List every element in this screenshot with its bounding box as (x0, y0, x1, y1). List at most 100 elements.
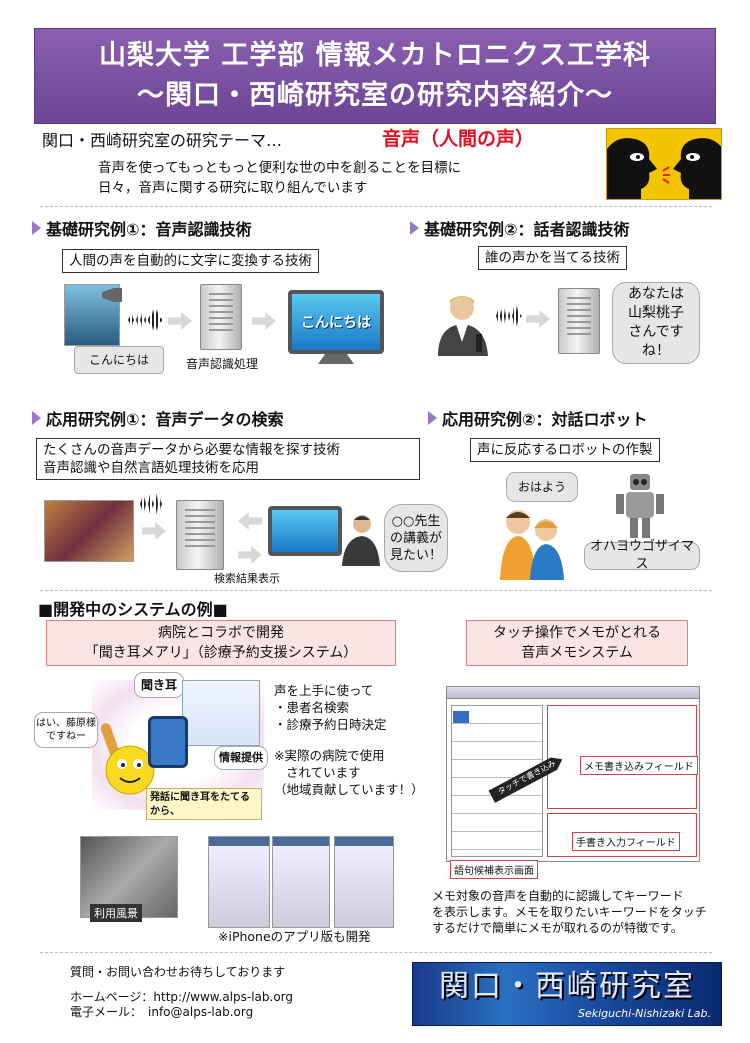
point-6: （地域貢献しています！） (274, 782, 424, 797)
lecture-photos-image (44, 500, 134, 562)
header-title: 山梨大学 工学部 情報メカトロニクス工学科 (99, 40, 651, 71)
arrow-right-icon (252, 312, 276, 330)
handwriting-field-label: 手書き入力フィールド (572, 832, 680, 851)
search-request-bubble: ○○先生 の講義が 見たい！ (384, 504, 448, 572)
waveform-icon (496, 305, 522, 327)
arrow-right-icon (238, 546, 262, 564)
dev-section-title: ■開発中のシステムの例■ (38, 600, 228, 619)
desc-line-1: 音声を使ってもっともっと便利な世の中を創ることを目標に (98, 160, 462, 176)
megaphone-icon (102, 288, 122, 302)
hospital-line-1: 病院とコラボで開発 (158, 625, 284, 641)
section-dialogue-robot: 応用研究例②：対話ロボット (428, 406, 648, 430)
theme-description: 音声を使ってもっともっと便利な世の中を創ることを目標に 日々，音声に関する研究に… (98, 158, 461, 198)
hint-box: 発話に聞き耳をたてるから、 操作する前に欲しい情報が！ (146, 788, 262, 820)
iphone-screenshot-1 (208, 836, 270, 928)
footer-contacts: ホームページ：http://www.alps-lab.org 電子メール： inf… (70, 990, 293, 1020)
speaker-man-image (432, 290, 498, 356)
candidate-grid (451, 705, 543, 857)
info-provide-bubble: 情報提供 (214, 746, 268, 770)
kikimimi-bubble: 聞き耳 (134, 672, 184, 698)
footer-message: 質問・お問い合わせお待ちしております (70, 965, 286, 979)
memo-description: メモ対象の音声を自動的に認識してキーワード を表示します。メモを取りたいキーワー… (432, 888, 707, 936)
tablet-ear-icon (148, 716, 188, 768)
candidate-label: 語句候補表示画面 (450, 860, 538, 879)
iphone-note: ※iPhoneのアプリ版も開発 (218, 929, 371, 944)
triangle-icon (410, 221, 419, 235)
patient-reply-bubble: はい、藤原様 ですねー (34, 712, 98, 748)
email-link[interactable]: info@alps-lab.org (148, 1005, 254, 1019)
server-icon (200, 284, 242, 350)
hospital-system-header: 病院とコラボで開発 「聞き耳メアリ」（診療予約支援システム） (46, 620, 396, 666)
memo-line-1: タッチ操作でメモがとれる (493, 625, 661, 641)
speaking-faces-icon (606, 128, 722, 200)
memo-desc-2: を表示します。メモを取りたいキーワードをタッチ (432, 905, 707, 919)
s2-description: 誰の声かを当てる技術 (478, 246, 627, 270)
logo-subtext: Sekiguchi-Nishizaki Lab. (577, 1007, 711, 1020)
server-icon (176, 500, 224, 570)
search-result-label: 検索結果表示 (214, 572, 280, 585)
point-5: されています (286, 765, 361, 780)
header-banner: 山梨大学 工学部 情報メカトロニクス工学科 〜関口・西崎研究室の研究内容紹介〜 (34, 28, 716, 124)
app-window-image (182, 680, 260, 746)
desc-line-2: 日々，音声に関する研究に取り組んでいます (98, 180, 368, 196)
s3-description: たくさんの音声データから必要な情報を探す技術 音声認識や自然言語処理技術を応用 (36, 438, 420, 480)
memo-field-label: メモ書き込みフィールド (580, 756, 698, 775)
memo-app-titlebar (447, 687, 699, 699)
point-4: ※実際の病院で使用 (274, 748, 385, 763)
hospital-line-2: 「聞き耳メアリ」（診療予約支援システム） (84, 645, 358, 661)
memo-system-header: タッチ操作でメモがとれる 音声メモシステム (466, 620, 688, 666)
monitor-icon (268, 506, 342, 556)
hospital-points: 声を上手に使って ・患者名検索 ・診療予約日時決定 ※実際の病院で使用 されてい… (274, 682, 424, 798)
process-label: 音声認識処理 (186, 357, 259, 371)
theme-accent: 音声（人間の声） (382, 128, 535, 150)
lab-logo: 関口・西崎研究室 Sekiguchi-Nishizaki Lab. (412, 962, 722, 1026)
handwriting-field (547, 813, 697, 857)
section-title: 応用研究例①：音声データの検索 (46, 410, 284, 429)
hp-label: ホームページ： (70, 990, 154, 1004)
section-title: 応用研究例②：対話ロボット (442, 410, 648, 429)
children-image (490, 504, 570, 580)
s1-description: 人間の声を自動的に文字に変換する技術 (62, 249, 319, 273)
homepage-link[interactable]: http://www.alps-lab.org (153, 990, 294, 1004)
monitor-stand (318, 354, 354, 364)
triangle-icon (32, 221, 41, 235)
theme-label: 関口・西崎研究室の研究テーマ… (42, 131, 283, 150)
waveform-icon (128, 309, 164, 331)
point-3: ・診療予約日時決定 (274, 717, 387, 732)
divider (40, 206, 712, 207)
memo-desc-1: メモ対象の音声を自動的に認識してキーワード (432, 889, 684, 903)
server-icon (558, 288, 600, 354)
screen-text: こんにちは (301, 315, 371, 331)
section-speaker-recognition: 基礎研究例②：話者認識技術 (410, 216, 630, 240)
memo-desc-3: するだけで簡単にメモが取れるのが特徴です。 (432, 921, 683, 935)
section-speech-search: 応用研究例①：音声データの検索 (32, 406, 284, 430)
section-title: 基礎研究例①：音声認識技術 (46, 220, 252, 239)
point-2: ・患者名検索 (274, 700, 350, 715)
s3-desc-line-2: 音声認識や自然言語処理技術を応用 (43, 460, 259, 476)
speaker-result-bubble: あなたは 山梨桃子 さんです ね！ (612, 282, 700, 364)
section-title: 基礎研究例②：話者認識技術 (424, 220, 630, 239)
arrow-right-icon (168, 312, 192, 330)
grid-cell-selected (453, 711, 469, 723)
logo-text: 関口・西崎研究室 (439, 969, 695, 1004)
smiley-character-icon (100, 718, 158, 798)
arrow-left-icon (238, 512, 262, 530)
mail-label: 電子メール： (70, 1005, 143, 1019)
memo-line-2: 音声メモシステム (521, 645, 633, 661)
arrow-right-icon (142, 522, 166, 540)
greeting-bubble: おはよう (506, 472, 578, 502)
divider (40, 590, 712, 591)
point-1: 声を上手に使って (274, 683, 374, 698)
usage-caption: 利用風景 (90, 904, 142, 922)
divider (40, 952, 712, 953)
iphone-screenshot-3 (334, 836, 394, 928)
robot-image (612, 472, 668, 538)
header-subtitle: 〜関口・西崎研究室の研究内容紹介〜 (137, 80, 613, 111)
robot-reply-bubble: オハヨウゴザイマス (584, 539, 700, 572)
section-speech-recognition: 基礎研究例①：音声認識技術 (32, 216, 252, 240)
triangle-icon (428, 411, 437, 425)
triangle-icon (32, 411, 41, 425)
s3-desc-line-1: たくさんの音声データから必要な情報を探す技術 (43, 442, 340, 458)
monitor-icon: こんにちは (288, 290, 384, 354)
s4-description: 声に反応するロボットの作製 (470, 438, 660, 462)
